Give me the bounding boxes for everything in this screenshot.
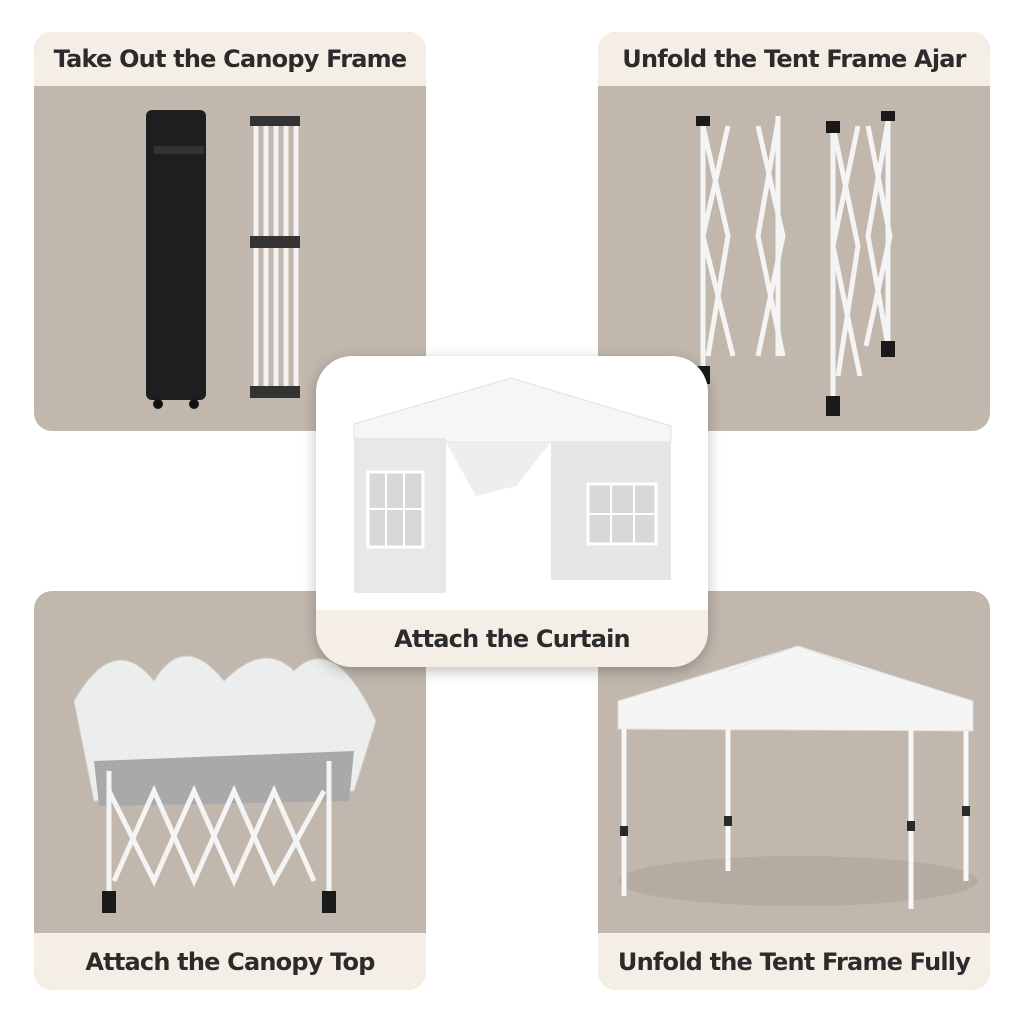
step-label: Attach the Curtain <box>316 610 708 667</box>
fully-unfolded-tent-image <box>598 591 990 933</box>
step-attach-curtain: Attach the Curtain <box>316 356 708 667</box>
step-label: Unfold the Tent Frame Ajar <box>598 32 990 86</box>
frame-with-canopy-image <box>34 591 426 933</box>
carry-bag-and-folded-frame-image <box>34 86 426 431</box>
step-label: Unfold the Tent Frame Fully <box>598 933 990 990</box>
half-unfolded-frame-image <box>598 86 990 431</box>
step-take-out-frame: Take Out the Canopy Frame <box>34 32 426 431</box>
step-label: Take Out the Canopy Frame <box>34 32 426 86</box>
step-label: Attach the Canopy Top <box>34 933 426 990</box>
tent-with-curtains-image <box>316 356 708 610</box>
step-unfold-ajar: Unfold the Tent Frame Ajar <box>598 32 990 431</box>
